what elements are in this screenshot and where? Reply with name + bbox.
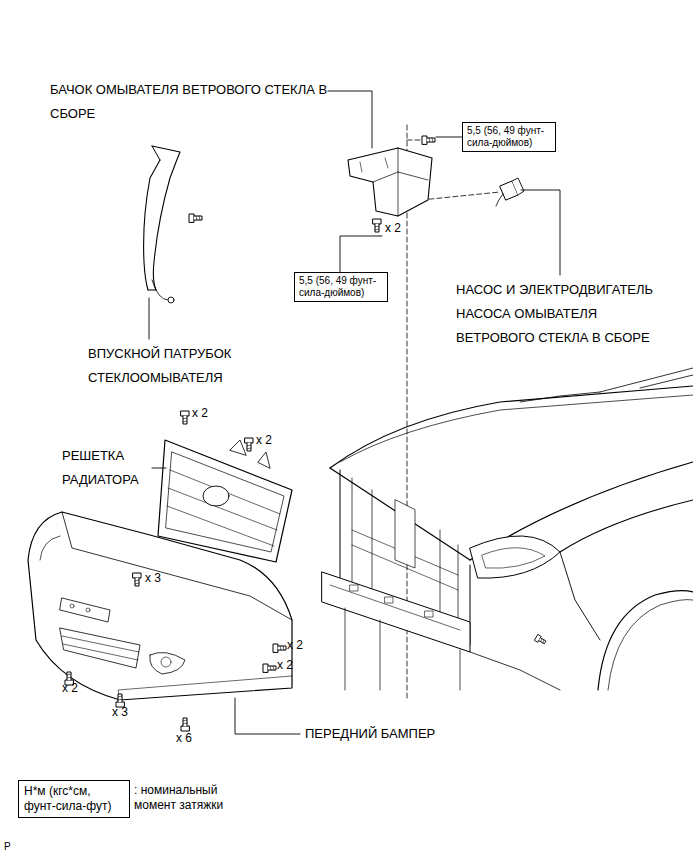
torque-box: 5,5 (56, 49 фунт-сила-дюймов) bbox=[294, 272, 388, 302]
part-name: НАСОС И ЭЛЕКТРОДВИГАТЕЛЬ НАСОСА ОМЫВАТЕЛ… bbox=[456, 278, 671, 350]
torque-box: 5,5 (56, 49 фунт-сила-дюймов) bbox=[462, 122, 556, 152]
quantity-mark: x 2 bbox=[277, 658, 293, 672]
torque-value: 5,5 (56, 49 фунт-сила-дюймов) bbox=[299, 275, 383, 299]
legend-text: : номинальный момент затяжки bbox=[134, 783, 259, 813]
quantity-mark: x 3 bbox=[145, 571, 161, 585]
quantity-mark: x 2 bbox=[256, 433, 272, 447]
part-name: ПЕРЕДНИЙ БАМПЕР bbox=[305, 722, 435, 746]
part-name: БАЧОК ОМЫВАТЕЛЯ ВЕТРОВОГО СТЕКЛА В СБОРЕ bbox=[50, 78, 330, 126]
part-name: ВПУСКНОЙ ПАТРУБОК СТЕКЛООМЫВАТЕЛЯ bbox=[88, 342, 248, 390]
quantity-mark: x 3 bbox=[112, 705, 128, 719]
legend-unit: Н*м (кгс*см, фунт-сила-фут) bbox=[18, 780, 130, 818]
quantity-mark: x 2 bbox=[192, 406, 208, 420]
quantity-mark: x 2 bbox=[62, 681, 78, 695]
quantity-mark: x 2 bbox=[287, 638, 303, 652]
part-name: РЕШЕТКА РАДИАТОРА bbox=[62, 444, 152, 492]
quantity-mark: x 2 bbox=[385, 221, 401, 235]
quantity-mark: x 6 bbox=[176, 731, 192, 745]
torque-value: 5,5 (56, 49 фунт-сила-дюймов) bbox=[467, 125, 551, 149]
page-mark: P bbox=[4, 840, 11, 854]
torque-legend: Н*м (кгс*см, фунт-сила-фут): номинальный… bbox=[18, 780, 130, 818]
